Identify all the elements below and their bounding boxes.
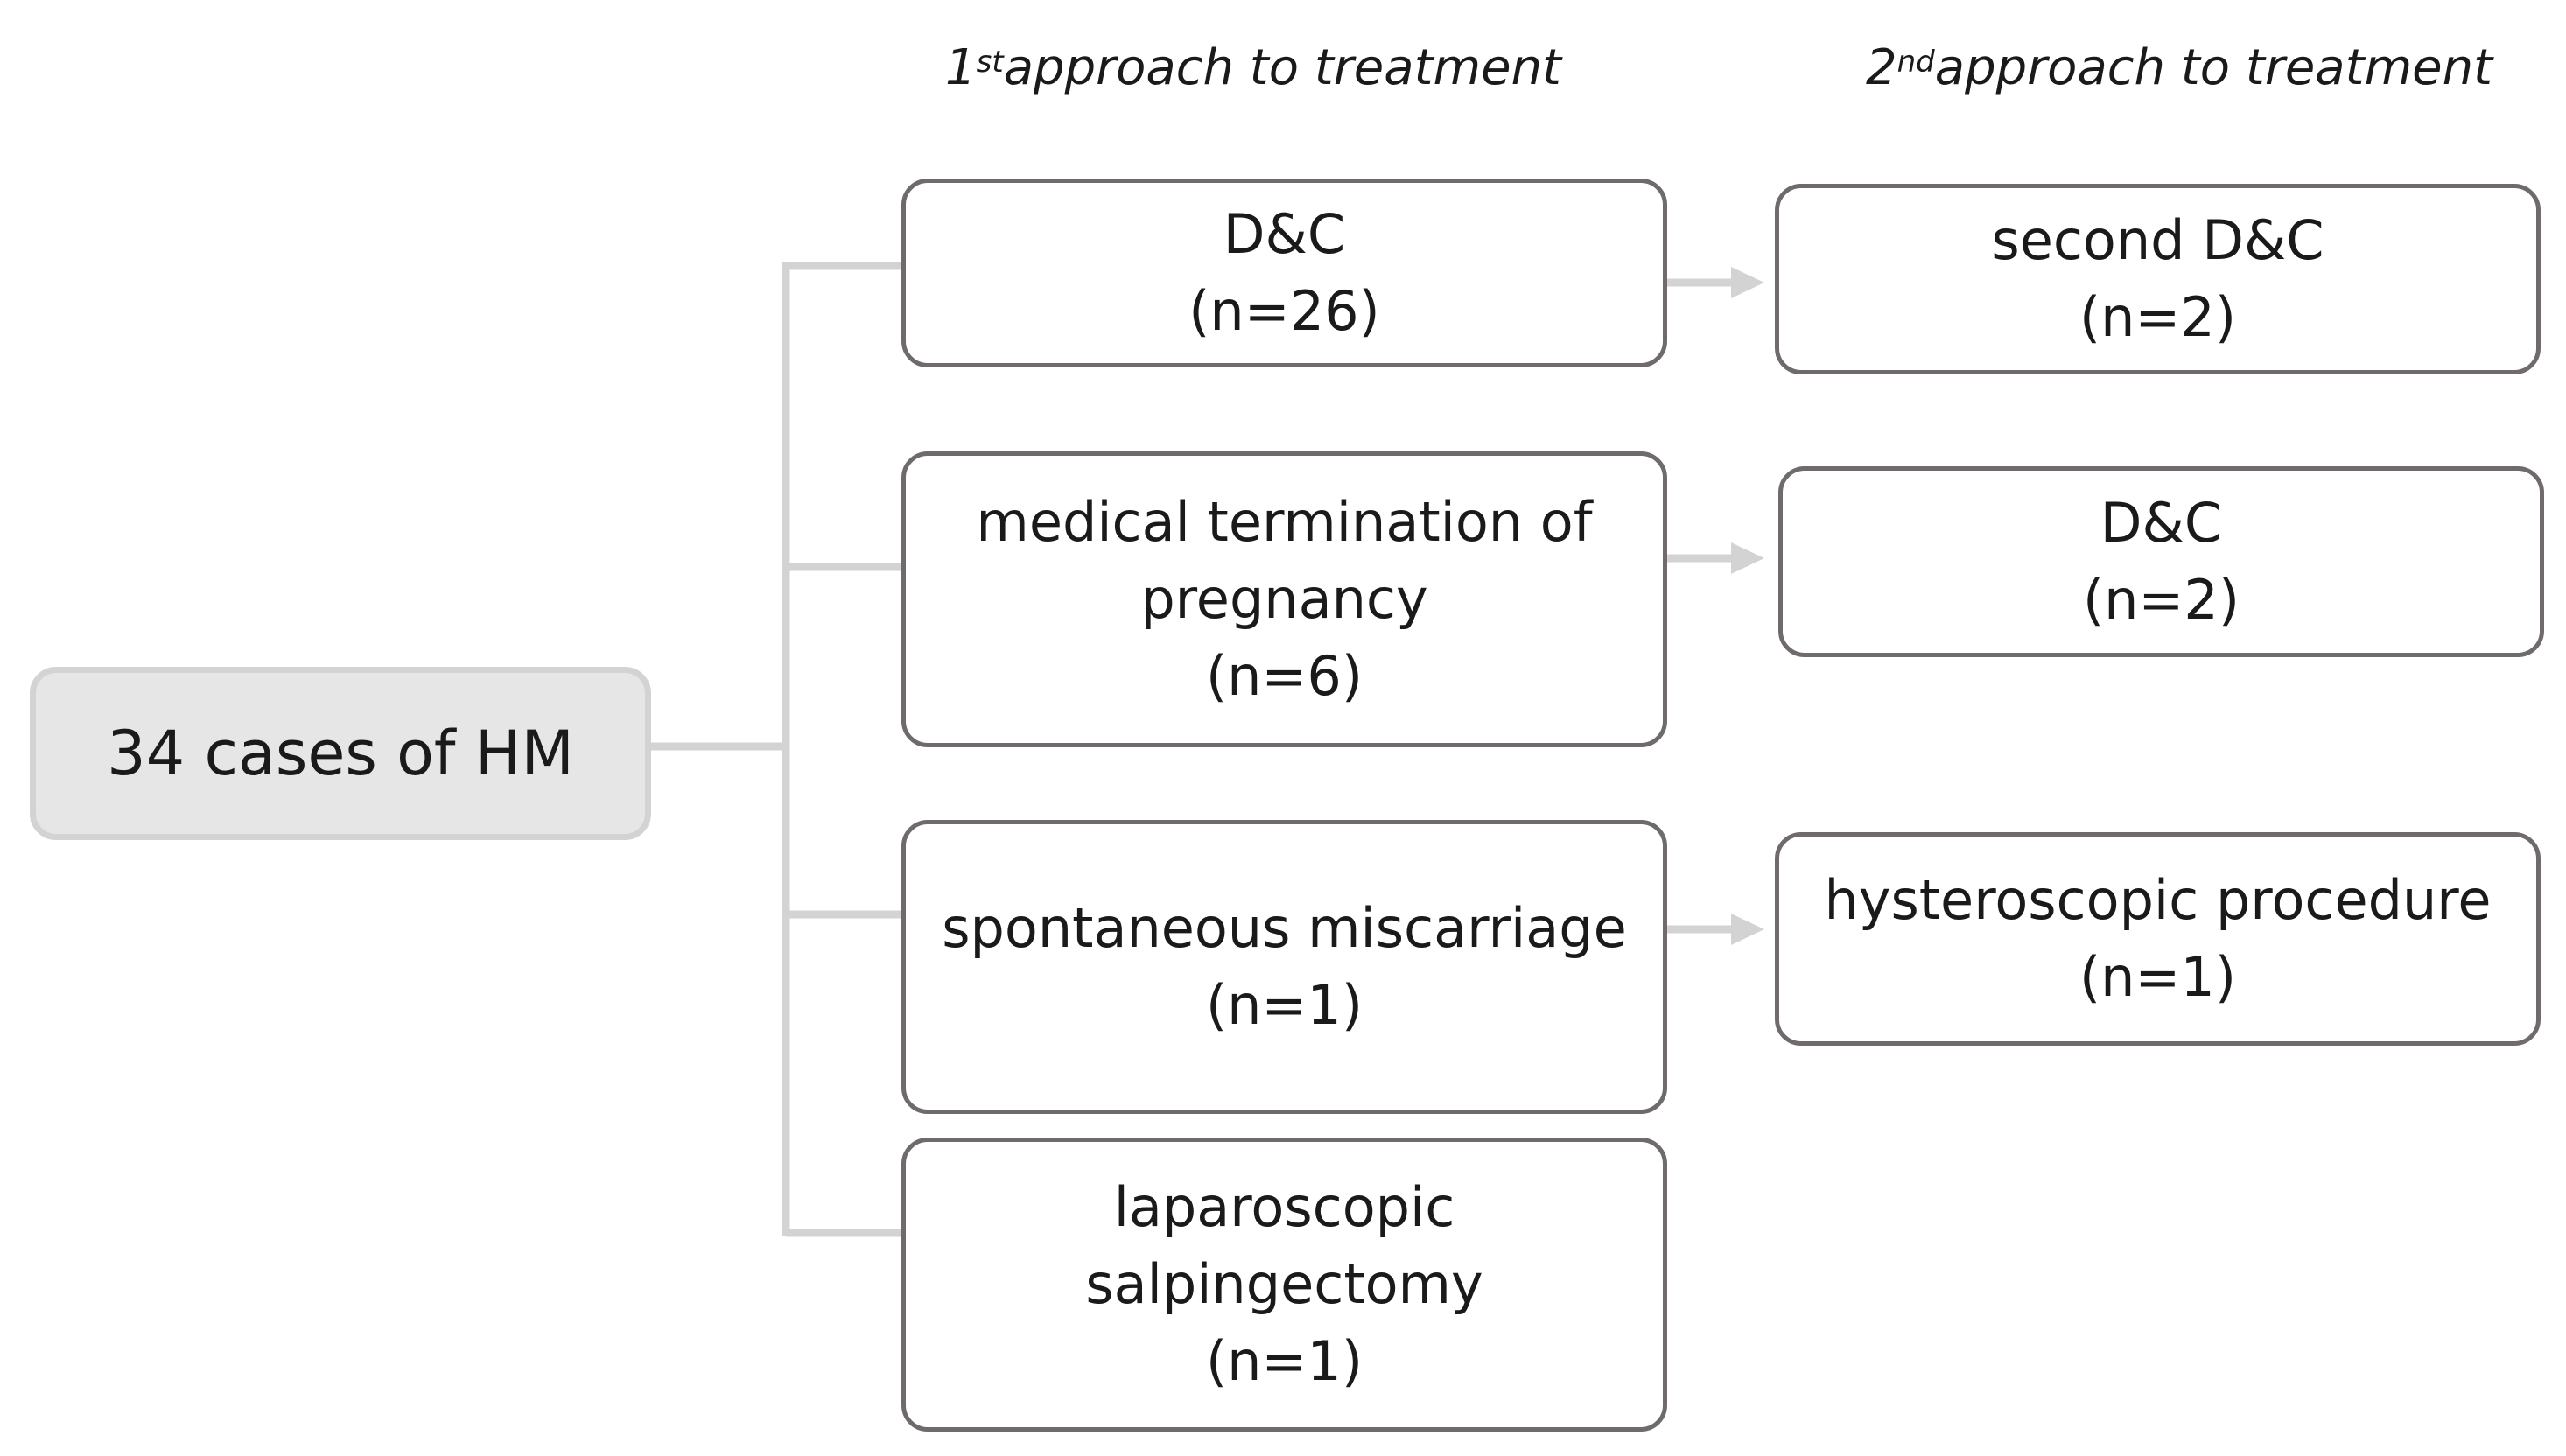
first-approach-heading-ordinal: st (976, 45, 1004, 80)
node-count: (n=6) (1205, 644, 1364, 708)
second-approach-dc: D&C (n=2) (1778, 466, 2544, 657)
arrowhead-second-dc (1731, 267, 1764, 298)
node-label: second D&C (1991, 208, 2324, 272)
second-approach-heading-text: approach to treatment (1934, 38, 2493, 96)
first-approach-medical-termination: medical termination of pregnancy (n=6) (901, 452, 1667, 747)
first-approach-laparoscopic-salpingectomy: laparoscopic salpingectomy (n=1) (901, 1138, 1667, 1432)
node-count: (n=1) (2079, 945, 2237, 1009)
second-approach-hysteroscopic-procedure: hysteroscopic procedure (n=1) (1775, 832, 2541, 1046)
second-approach-heading-ordinal: nd (1896, 45, 1935, 80)
node-count: (n=26) (1188, 279, 1380, 343)
first-approach-dc: D&C (n=26) (901, 178, 1667, 368)
second-approach-heading-num: 2 (1865, 38, 1897, 96)
node-label: medical termination of (976, 490, 1593, 554)
node-label: pregnancy (1140, 567, 1428, 631)
node-label: spontaneous miscarriage (942, 896, 1627, 960)
root-node-label: 34 cases of HM (107, 718, 574, 789)
node-label: laparoscopic (1113, 1175, 1455, 1239)
first-approach-spontaneous-miscarriage: spontaneous miscarriage (n=1) (901, 820, 1667, 1114)
first-approach-heading-text: approach to treatment (1003, 38, 1561, 96)
second-approach-second-dc: second D&C (n=2) (1775, 184, 2541, 374)
node-count: (n=1) (1205, 1329, 1364, 1393)
node-count: (n=2) (2082, 568, 2240, 632)
arrowhead-hysteroscopic (1731, 914, 1764, 945)
node-label: hysteroscopic procedure (1824, 868, 2492, 932)
arrowhead-dc (1731, 542, 1764, 574)
node-count: (n=2) (2079, 285, 2237, 349)
node-label: salpingectomy (1085, 1252, 1483, 1316)
node-count: (n=1) (1205, 973, 1364, 1037)
node-label: D&C (2100, 491, 2223, 555)
root-node: 34 cases of HM (30, 667, 651, 840)
node-label: D&C (1223, 202, 1346, 266)
first-approach-heading-num: 1 (945, 38, 977, 96)
